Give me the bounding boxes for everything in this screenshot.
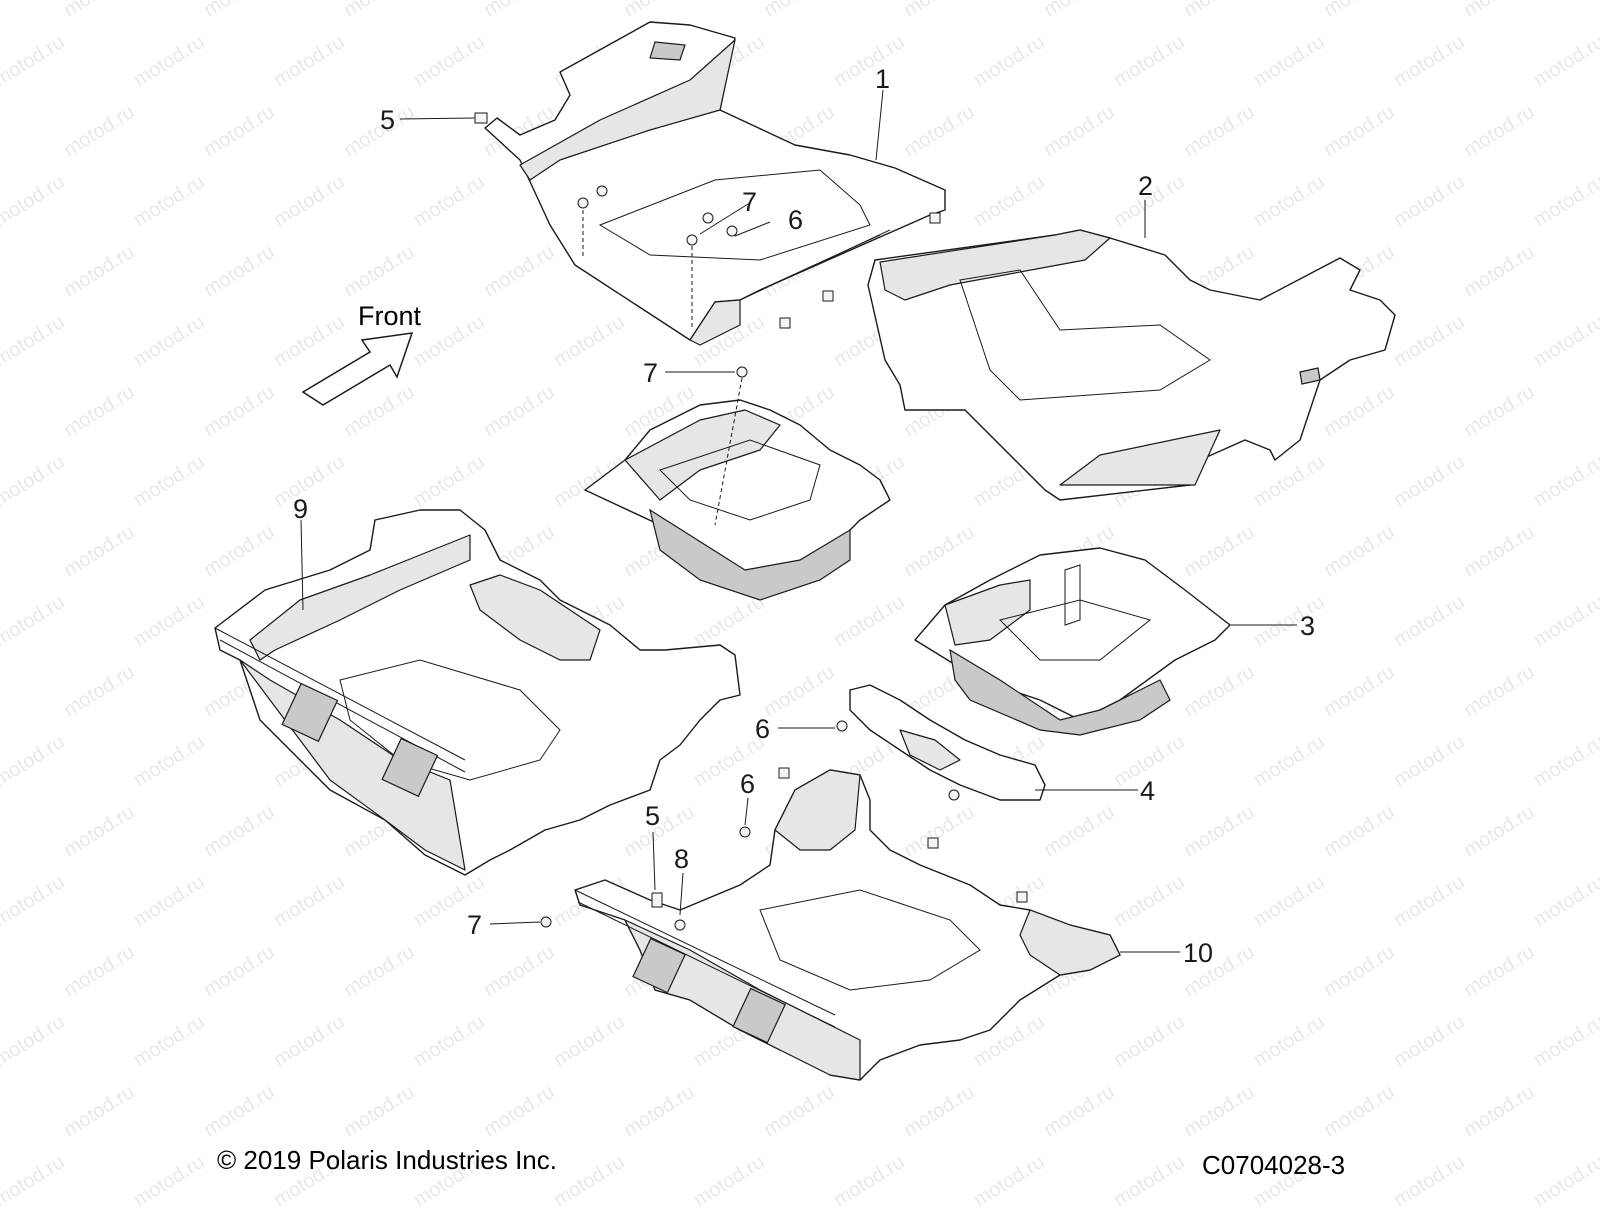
front-label: Front: [358, 301, 422, 331]
callout-7a: 7: [742, 187, 757, 217]
callout-6a: 6: [788, 205, 803, 235]
callout-6c: 6: [740, 769, 755, 799]
part-3-storage-tub: [915, 548, 1230, 735]
callout-1: 1: [875, 64, 890, 94]
callout-6b: 6: [755, 714, 770, 744]
copyright-notice: © 2019 Polaris Industries Inc.: [217, 1145, 557, 1176]
callout-7c: 7: [467, 910, 482, 940]
part-9-floor-tub: [215, 510, 740, 875]
callout-10: 10: [1183, 938, 1213, 968]
callout-7b: 7: [643, 358, 658, 388]
callout-4: 4: [1140, 776, 1155, 806]
part-2-floor-panel: [868, 230, 1395, 500]
callout-8: 8: [674, 844, 689, 874]
callout-2: 2: [1138, 171, 1153, 201]
callout-5a: 5: [380, 105, 395, 135]
callout-3: 3: [1300, 611, 1315, 641]
drawing-code: C0704028-3: [1202, 1150, 1345, 1181]
callout-5b: 5: [645, 801, 660, 831]
front-direction-arrow: Front: [303, 301, 422, 405]
callout-9: 9: [293, 494, 308, 524]
center-storage-box: [585, 400, 890, 600]
